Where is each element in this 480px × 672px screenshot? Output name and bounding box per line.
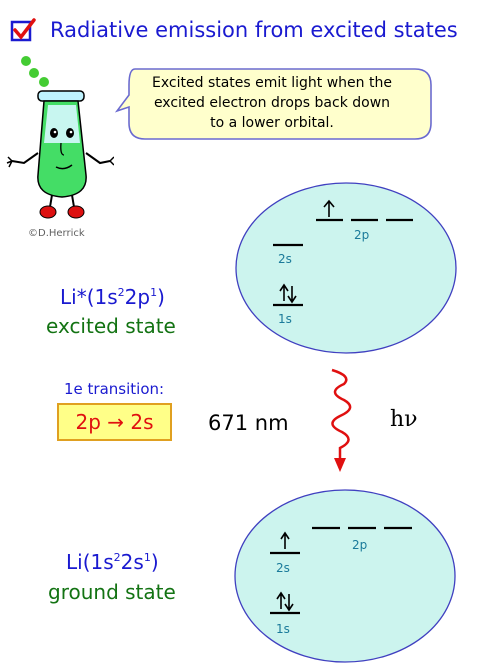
speech-bubble-text: Excited states emit light when the excit… xyxy=(122,73,422,133)
electron-spin-down-icon xyxy=(287,286,297,304)
excited-state-formula: Li*(1s22p1) xyxy=(60,285,165,309)
electron-spin-up-icon xyxy=(279,283,289,301)
bubble-line-2: excited electron drops back down xyxy=(153,95,391,111)
flask-mascot-icon xyxy=(6,56,114,219)
electron-spin-up-icon xyxy=(323,199,335,217)
credit-text: ©D.Herrick xyxy=(28,228,85,239)
electron-spin-up-icon xyxy=(276,591,286,609)
electron-spin-up-icon xyxy=(280,531,290,549)
label-2s-excited: 2s xyxy=(278,252,292,266)
excited-state-label: excited state xyxy=(46,314,176,338)
excited-state-diagram xyxy=(235,182,457,354)
transition-box: 2p → 2s xyxy=(57,403,172,441)
label-1s-ground: 1s xyxy=(276,622,290,636)
label-2p-excited: 2p xyxy=(354,228,370,242)
bubble-line-3: to a lower orbital. xyxy=(210,115,334,131)
ground-state-formula: Li(1s22s1) xyxy=(66,550,159,574)
label-2p-ground: 2p xyxy=(352,538,368,552)
wavelength-value: 671 nm xyxy=(208,411,289,435)
checkbox-check-icon xyxy=(10,18,36,42)
transition-label: 1e transition: xyxy=(64,380,165,398)
electron-spin-down-icon xyxy=(284,594,294,612)
label-1s-excited: 1s xyxy=(278,312,292,326)
bubble-line-1: Excited states emit light when the xyxy=(152,75,392,91)
label-2s-ground: 2s xyxy=(276,561,290,575)
ground-state-label: ground state xyxy=(48,580,176,604)
page-title: Radiative emission from excited states xyxy=(50,18,458,42)
ground-state-diagram xyxy=(234,489,456,663)
photon-label: hν xyxy=(390,407,418,432)
wavy-photon-arrow-icon xyxy=(331,368,352,472)
speech-bubble xyxy=(115,68,432,140)
